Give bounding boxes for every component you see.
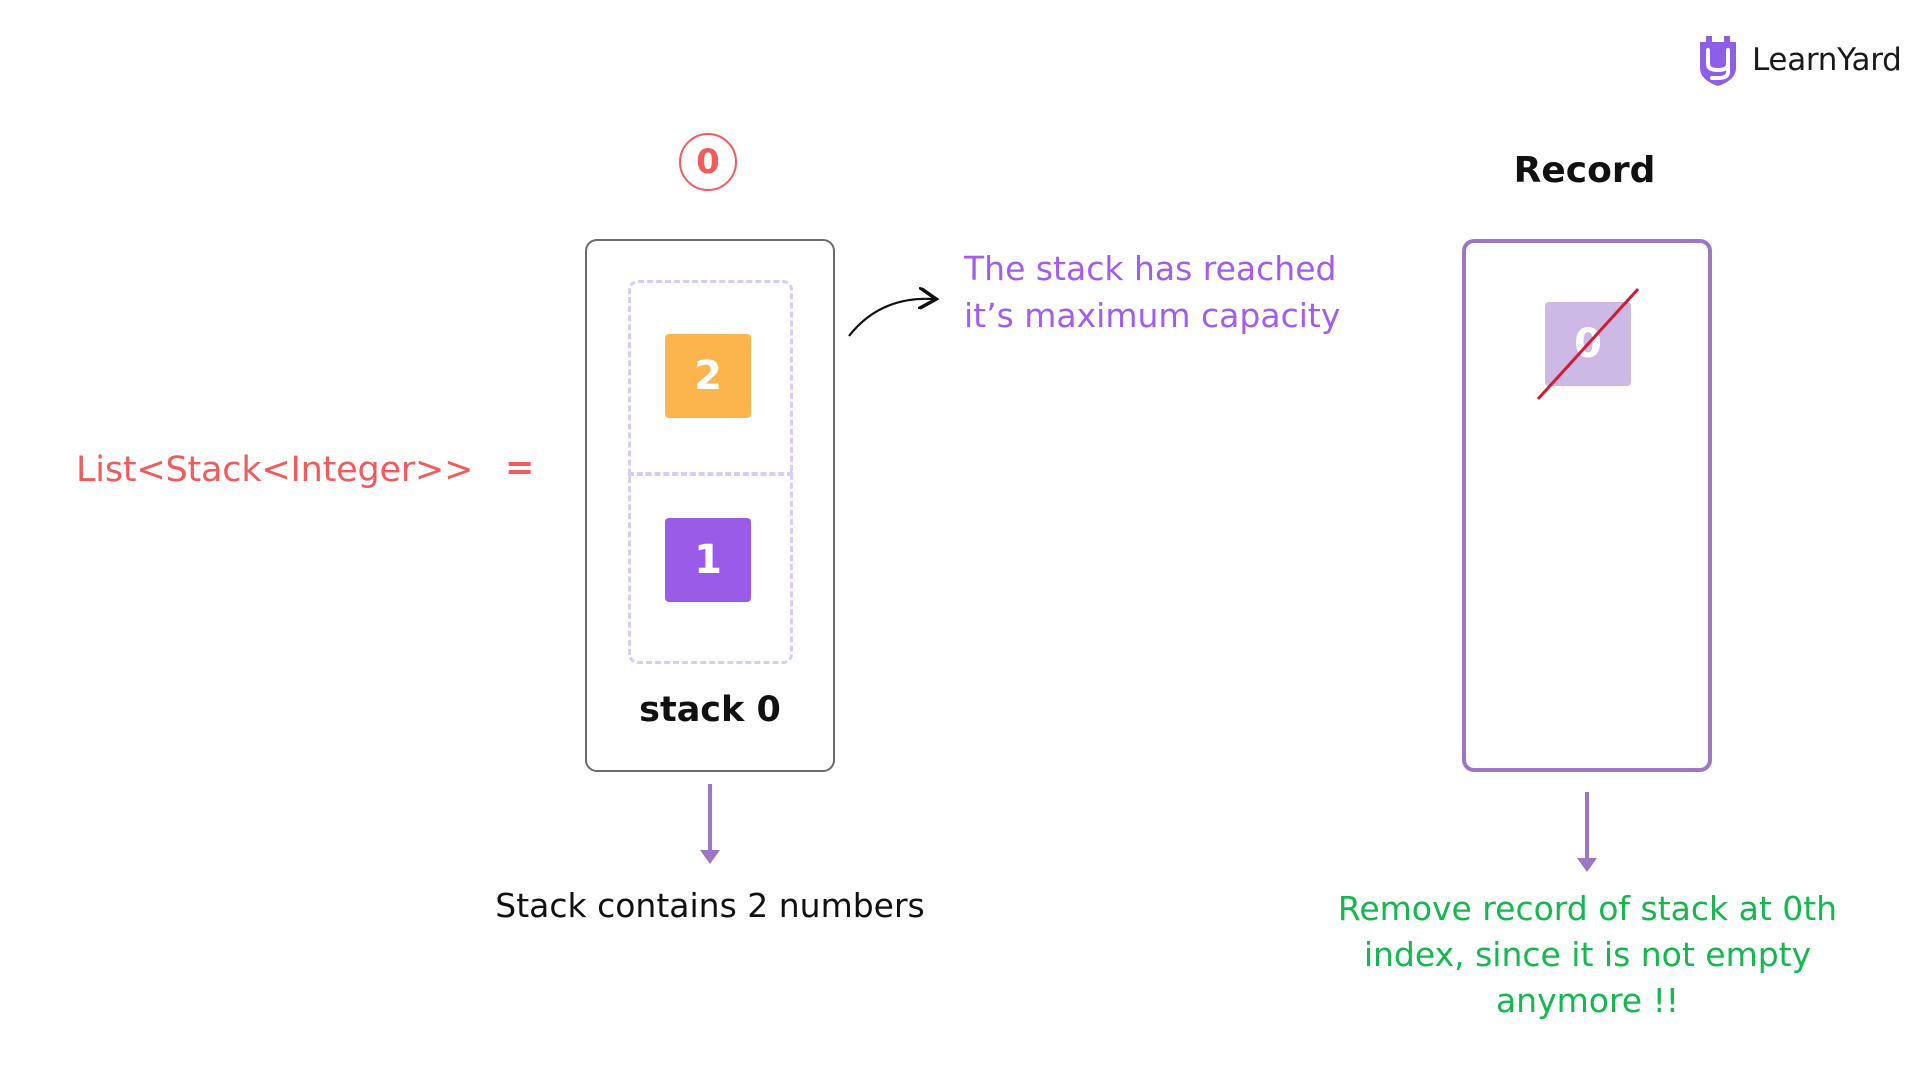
stack-down-arrow bbox=[700, 784, 720, 864]
stack-label: stack 0 bbox=[639, 690, 781, 730]
record-down-arrow bbox=[1577, 792, 1597, 872]
stack-slot-bottom bbox=[628, 473, 793, 664]
capacity-pointer-arrow bbox=[848, 299, 934, 337]
learnyard-logo: LearnYard bbox=[1694, 30, 1904, 90]
stack-item-bottom: 1 bbox=[665, 518, 751, 602]
strike-through-mark bbox=[1536, 287, 1640, 401]
logo-text: LearnYard bbox=[1752, 42, 1902, 78]
stack-container bbox=[585, 239, 835, 772]
record-removal-note: Remove record of stack at 0th index, sin… bbox=[1337, 889, 1838, 1020]
list-type-label: List<Stack<Integer>> bbox=[76, 450, 474, 490]
capacity-note: The stack has reached it’s maximum capac… bbox=[964, 249, 1341, 335]
record-container bbox=[1462, 239, 1712, 772]
shield-y-logo-icon bbox=[1700, 36, 1736, 86]
equals-sign: = bbox=[505, 448, 535, 488]
stack-count-caption: Stack contains 2 numbers bbox=[495, 886, 925, 925]
stack-index-badge: 0 bbox=[679, 133, 737, 191]
record-title: Record bbox=[1513, 150, 1656, 191]
stack-item-top: 2 bbox=[665, 334, 751, 418]
